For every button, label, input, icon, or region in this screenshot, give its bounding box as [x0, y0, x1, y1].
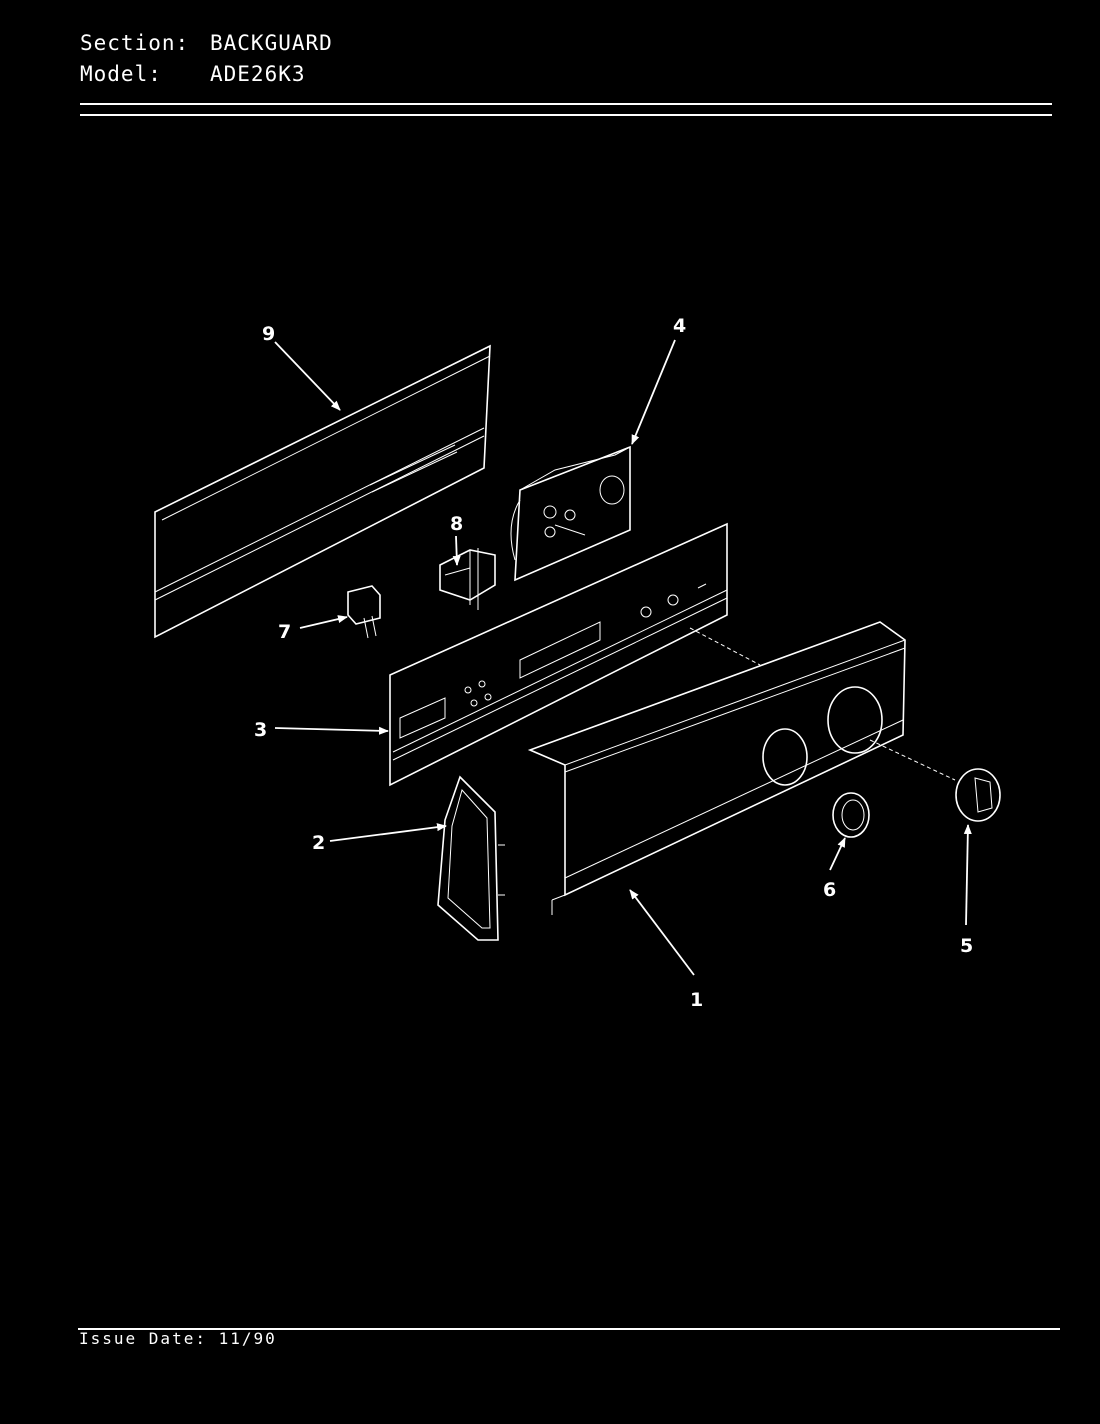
leader-9 [274, 341, 341, 411]
part-6-knob [832, 792, 870, 838]
callout-5: 5 [960, 935, 973, 957]
leader-1 [629, 889, 695, 976]
leader-5 [963, 824, 972, 926]
section-value: BACKGUARD [210, 31, 333, 55]
leader-7 [299, 615, 348, 629]
footer-rule [78, 1328, 1060, 1330]
callout-2: 2 [312, 832, 325, 854]
section-heading: Section: BACKGUARD [80, 31, 333, 55]
model-heading: Model: ADE26K3 [80, 62, 306, 86]
section-label: Section: [80, 31, 190, 55]
part-8-switch [439, 548, 496, 610]
model-label: Model: [80, 62, 162, 86]
part-7-small-switch [347, 585, 381, 639]
model-value: ADE26K3 [210, 62, 306, 86]
part-1-backguard-housing [527, 621, 956, 915]
part-9-rear-panel [154, 344, 491, 639]
part-2-end-cap [437, 775, 505, 941]
callout-7: 7 [278, 621, 291, 643]
part-4-clock-module [510, 445, 631, 582]
leader-2 [329, 823, 447, 842]
issue-date: Issue Date: 11/90 [79, 1329, 277, 1348]
callout-6: 6 [823, 879, 836, 901]
callout-3: 3 [254, 719, 267, 741]
callout-4: 4 [673, 315, 686, 337]
part-5-knob [955, 768, 1001, 822]
leader-8 [452, 535, 461, 566]
callout-8: 8 [450, 513, 463, 535]
callout-9: 9 [262, 323, 275, 345]
callout-1: 1 [690, 989, 703, 1011]
header-rule-bottom [80, 114, 1052, 116]
leader-4 [631, 339, 676, 445]
leader-3 [274, 726, 389, 735]
leader-6 [829, 837, 846, 871]
header-rule-top [80, 103, 1052, 105]
part-3-control-panel [389, 522, 728, 787]
